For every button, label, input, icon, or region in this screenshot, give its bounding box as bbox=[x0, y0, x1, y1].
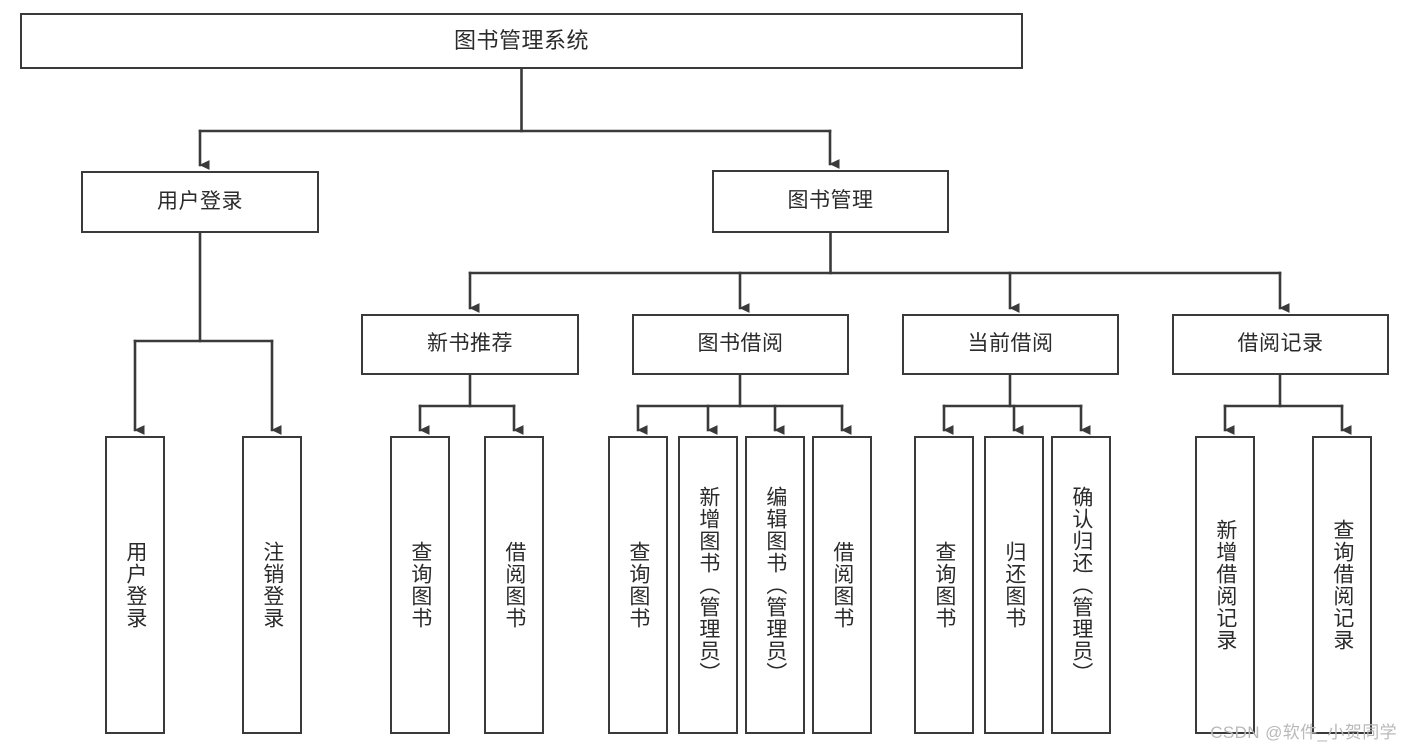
leaf-query-book-1-label: 查询图书 bbox=[408, 541, 432, 629]
leaf-query-book-2[interactable]: 查询图书 bbox=[608, 436, 668, 734]
leaf-query-book-3[interactable]: 查询图书 bbox=[914, 436, 974, 734]
leaf-edit-book[interactable]: 编辑图书（管理员） bbox=[745, 436, 805, 734]
leaf-query-book-1[interactable]: 查询图书 bbox=[390, 436, 450, 734]
leaf-query-book-3-label: 查询图书 bbox=[932, 541, 956, 629]
node-root-label: 图书管理系统 bbox=[453, 28, 589, 54]
node-book-manage[interactable]: 图书管理 bbox=[712, 170, 949, 233]
leaf-user-login[interactable]: 用户登录 bbox=[105, 436, 165, 734]
node-new-book-recommend-label: 新书推荐 bbox=[427, 332, 513, 356]
node-user-login[interactable]: 用户登录 bbox=[81, 171, 319, 233]
node-book-borrow-label: 图书借阅 bbox=[697, 332, 784, 356]
leaf-user-login-label: 用户登录 bbox=[123, 541, 147, 629]
node-new-book-recommend[interactable]: 新书推荐 bbox=[361, 314, 579, 375]
node-current-borrow-label: 当前借阅 bbox=[967, 332, 1054, 356]
node-book-manage-label: 图书管理 bbox=[787, 189, 874, 213]
leaf-add-record[interactable]: 新增借阅记录 bbox=[1195, 436, 1255, 734]
node-borrow-record[interactable]: 借阅记录 bbox=[1172, 314, 1389, 375]
node-current-borrow[interactable]: 当前借阅 bbox=[902, 314, 1119, 375]
leaf-return-book[interactable]: 归还图书 bbox=[984, 436, 1044, 734]
node-root[interactable]: 图书管理系统 bbox=[20, 13, 1023, 69]
leaf-confirm-return-label: 确认归还（管理员） bbox=[1069, 486, 1093, 684]
leaf-confirm-return[interactable]: 确认归还（管理员） bbox=[1051, 436, 1111, 734]
leaf-user-logout[interactable]: 注销登录 bbox=[242, 436, 302, 734]
node-book-borrow[interactable]: 图书借阅 bbox=[632, 314, 849, 375]
leaf-borrow-book-1-label: 借阅图书 bbox=[502, 541, 526, 629]
leaf-return-book-label: 归还图书 bbox=[1002, 541, 1026, 629]
leaf-borrow-book-2-label: 借阅图书 bbox=[830, 541, 854, 629]
csdn-watermark: CSDN @软件_小贺同学 bbox=[1210, 723, 1397, 742]
leaf-add-record-label: 新增借阅记录 bbox=[1213, 519, 1237, 651]
leaf-borrow-book-2[interactable]: 借阅图书 bbox=[812, 436, 872, 734]
node-borrow-record-label: 借阅记录 bbox=[1237, 332, 1324, 356]
leaf-add-book-label: 新增图书（管理员） bbox=[696, 486, 720, 684]
node-user-login-label: 用户登录 bbox=[157, 189, 243, 213]
leaf-borrow-book-1[interactable]: 借阅图书 bbox=[484, 436, 544, 734]
leaf-query-record[interactable]: 查询借阅记录 bbox=[1312, 436, 1372, 734]
leaf-edit-book-label: 编辑图书（管理员） bbox=[763, 486, 787, 684]
leaf-query-record-label: 查询借阅记录 bbox=[1330, 519, 1354, 651]
leaf-add-book[interactable]: 新增图书（管理员） bbox=[678, 436, 738, 734]
leaf-user-logout-label: 注销登录 bbox=[260, 541, 284, 629]
leaf-query-book-2-label: 查询图书 bbox=[626, 541, 650, 629]
